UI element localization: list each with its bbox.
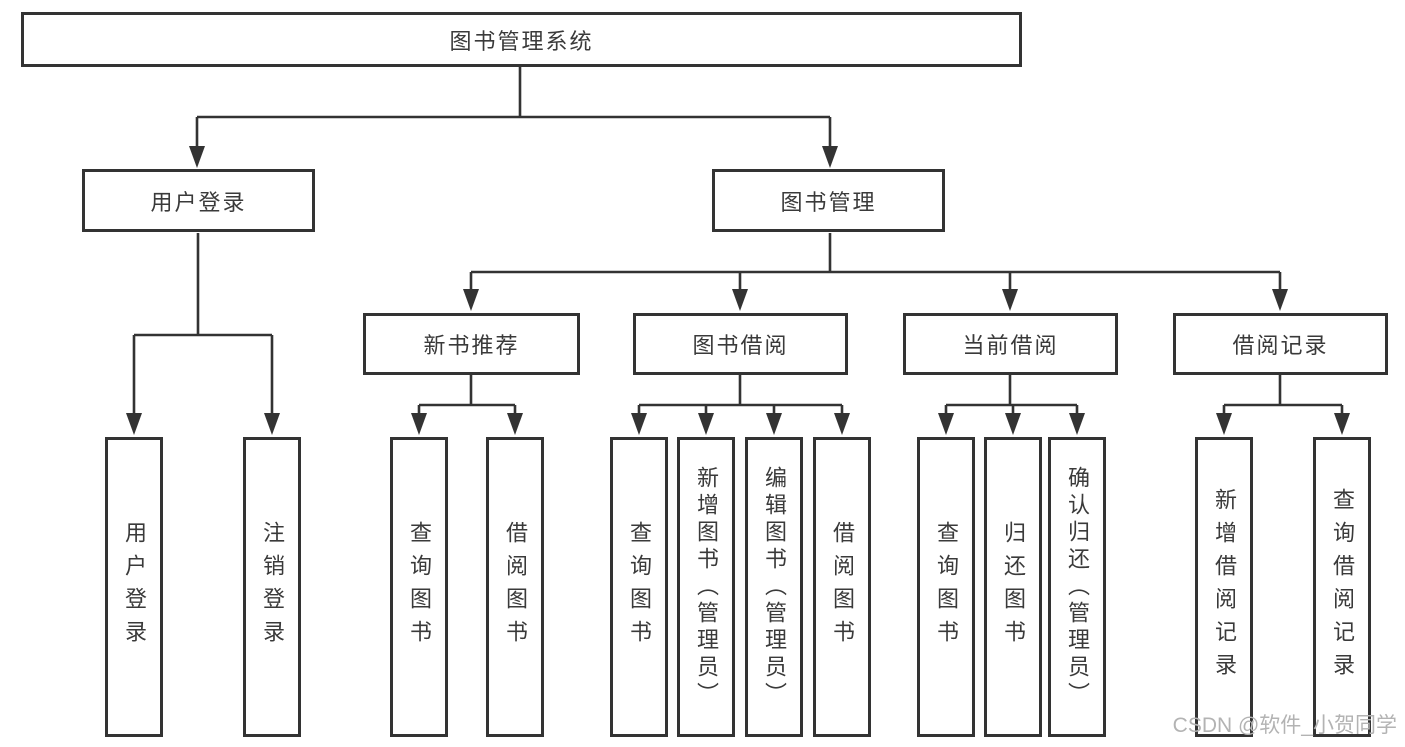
leaf-edit-book-admin: 编辑图书（管理员） — [745, 437, 803, 737]
node-label: 编辑图书（管理员） — [762, 465, 787, 709]
leaf-return-books: 归还图书 — [984, 437, 1042, 737]
arrowhead-icon — [463, 289, 479, 311]
arrowhead-icon — [1334, 413, 1350, 435]
arrowhead-icon — [1272, 289, 1288, 311]
node-borrowing-records: 借阅记录 — [1173, 313, 1388, 375]
arrowhead-icon — [938, 413, 954, 435]
arrowhead-icon — [698, 413, 714, 435]
node-label: 图书管理系统 — [449, 28, 594, 54]
leaf-add-book-admin: 新增图书（管理员） — [677, 437, 735, 737]
node-new-book-recommendation: 新书推荐 — [363, 313, 580, 375]
node-label: 新书推荐 — [423, 333, 520, 358]
edge-new-book-to-leaves — [417, 375, 517, 418]
arrowheads — [126, 146, 1350, 435]
leaf-query-books-current: 查询图书 — [917, 437, 975, 737]
node-library-management-system: 图书管理系统 — [21, 12, 1022, 67]
leaf-query-borrow-record: 查询借阅记录 — [1313, 437, 1371, 737]
leaf-borrow-books-borrowing: 借阅图书 — [813, 437, 871, 737]
edge-book-borrow-to-leaves — [637, 375, 844, 418]
arrowhead-icon — [732, 289, 748, 311]
arrowhead-icon — [1005, 413, 1021, 435]
leaf-confirm-return-admin: 确认归还（管理员） — [1048, 437, 1106, 737]
leaf-user-login: 用户登录 — [105, 437, 163, 737]
node-user-login: 用户登录 — [82, 169, 315, 232]
node-label: 新增借阅记录 — [1212, 488, 1237, 686]
edge-root-to-level2 — [195, 67, 832, 150]
leaf-add-borrow-record: 新增借阅记录 — [1195, 437, 1253, 737]
node-label: 查询图书 — [934, 521, 959, 653]
leaf-query-books-recommend: 查询图书 — [390, 437, 448, 737]
arrowhead-icon — [822, 146, 838, 168]
node-label: 确认归还（管理员） — [1065, 465, 1090, 709]
edge-current-borrow-to-leaves — [944, 375, 1079, 418]
arrowhead-icon — [264, 413, 280, 435]
node-label: 注销登录 — [260, 521, 285, 653]
leaf-logout: 注销登录 — [243, 437, 301, 737]
node-label: 借阅记录 — [1232, 333, 1329, 358]
arrowhead-icon — [834, 413, 850, 435]
node-book-borrowing: 图书借阅 — [633, 313, 848, 375]
leaf-query-books-borrowing: 查询图书 — [610, 437, 668, 737]
edge-book-mgmt-to-level3 — [469, 233, 1282, 293]
leaf-borrow-books-recommend: 借阅图书 — [486, 437, 544, 737]
node-label: 查询借阅记录 — [1330, 488, 1355, 686]
node-current-borrowing: 当前借阅 — [903, 313, 1118, 375]
node-label: 用户登录 — [122, 521, 147, 653]
arrowhead-icon — [1002, 289, 1018, 311]
node-label: 新增图书（管理员） — [694, 465, 719, 709]
node-book-management: 图书管理 — [712, 169, 945, 232]
node-label: 归还图书 — [1001, 521, 1026, 653]
arrowhead-icon — [411, 413, 427, 435]
node-label: 图书借阅 — [692, 333, 789, 358]
arrowhead-icon — [189, 146, 205, 168]
node-label: 用户登录 — [150, 189, 247, 215]
node-label: 借阅图书 — [503, 521, 528, 653]
arrowhead-icon — [126, 413, 142, 435]
arrowhead-icon — [631, 413, 647, 435]
edge-user-login-to-leaves — [132, 233, 274, 418]
arrowhead-icon — [766, 413, 782, 435]
tree-edges — [132, 67, 1344, 418]
csdn-watermark: CSDN @软件_小贺同学 — [1172, 714, 1397, 737]
node-label: 借阅图书 — [830, 521, 855, 653]
arrowhead-icon — [1069, 413, 1085, 435]
edge-borrow-record-to-leaves — [1222, 375, 1344, 418]
node-label: 图书管理 — [780, 189, 877, 215]
node-label: 查询图书 — [627, 521, 652, 653]
arrowhead-icon — [1216, 413, 1232, 435]
node-label: 查询图书 — [407, 521, 432, 653]
node-label: 当前借阅 — [962, 333, 1059, 358]
arrowhead-icon — [507, 413, 523, 435]
